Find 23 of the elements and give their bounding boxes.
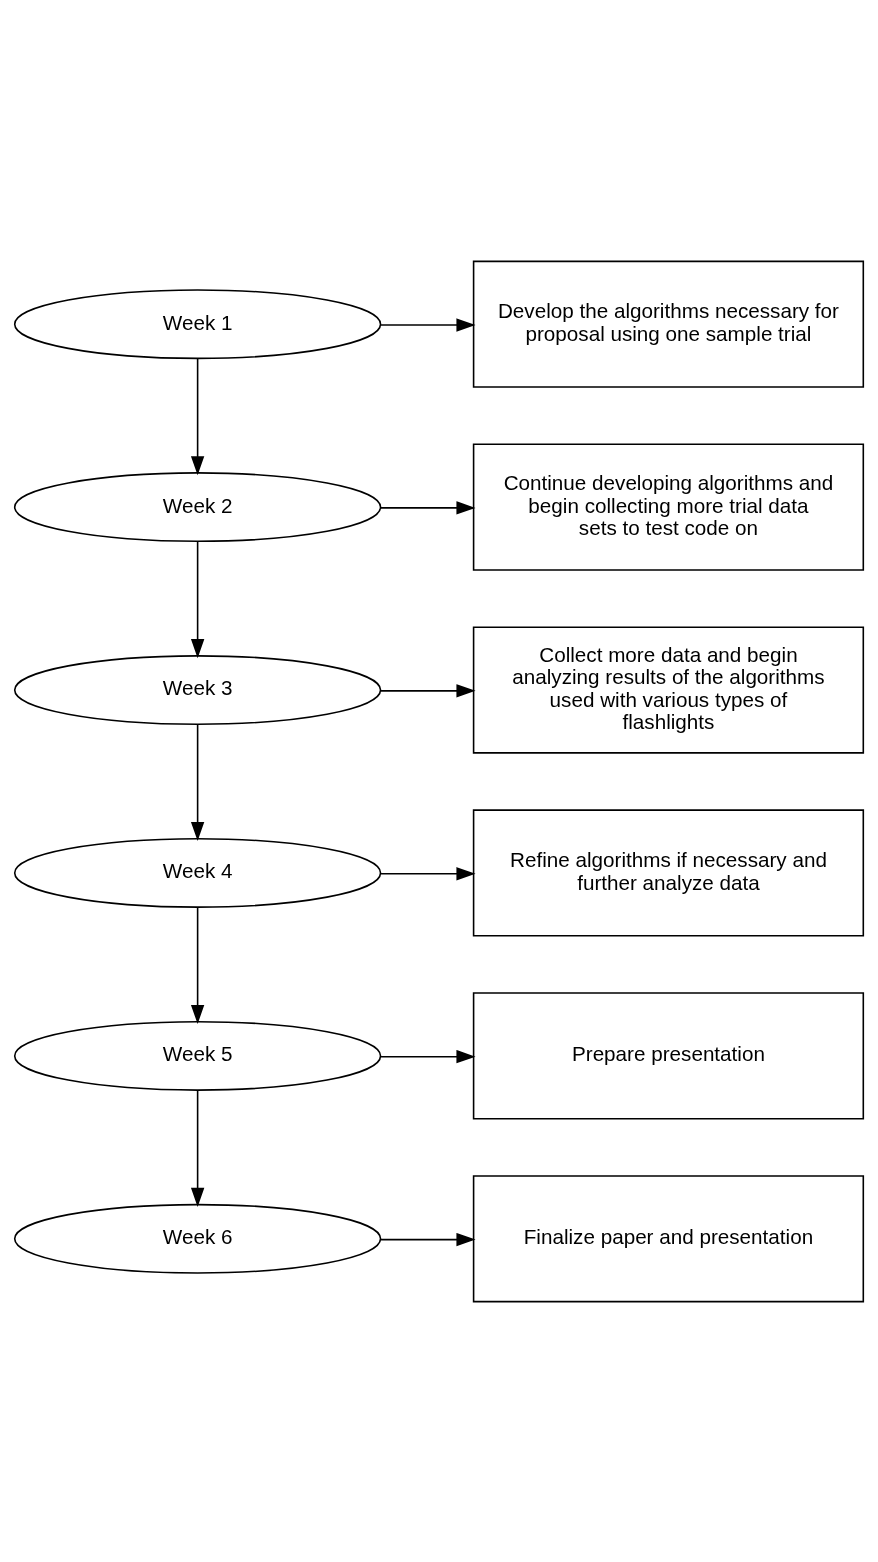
arrow [380,683,476,698]
node-box: Continue developing algorithms and begin collecting more trial data sets to test code on [472,443,865,571]
arrow [190,540,205,658]
node-ellipse: Week 6 [13,1203,382,1274]
node-box: Refine algorithms if necessary and further analyze data [472,808,865,937]
node-ellipse: Week 5 [13,1020,382,1091]
node-box: Prepare presentation [472,991,865,1119]
arrow [380,1232,476,1246]
node-box: Finalize paper and presentation [472,1174,865,1302]
node-ellipse: Week 1 [13,288,382,359]
arrow [380,500,476,515]
node-ellipse: Week 3 [13,654,382,725]
node-box: Develop the algorithms necessary for proposal using one sample trial [472,260,865,388]
arrow [380,866,476,880]
arrow [380,317,476,332]
node-box: Collect more data and begin analyzing results of the algorithms used with various types of flashlights [472,625,865,754]
arrow [190,357,205,475]
node-ellipse: Week 4 [13,837,382,908]
arrow [190,723,205,841]
arrow [380,1049,476,1063]
node-ellipse: Week 2 [13,471,382,542]
arrow [190,906,205,1024]
arrow [190,1089,205,1207]
